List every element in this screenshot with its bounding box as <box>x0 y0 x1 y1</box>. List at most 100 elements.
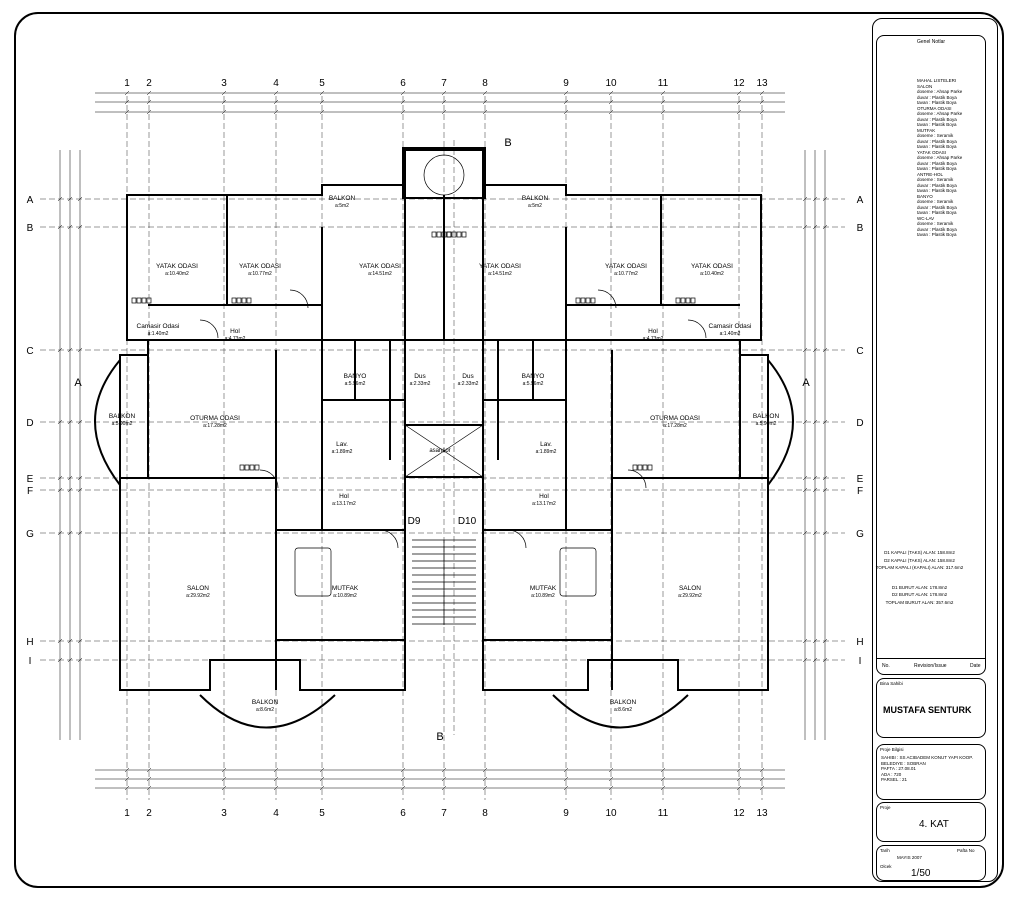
room-name-right: BALKON <box>753 413 780 420</box>
wardrobe-cell <box>580 297 586 304</box>
dimension-tick <box>124 785 130 791</box>
wardrobe-cell <box>590 297 596 304</box>
wardrobe-cell <box>231 297 237 304</box>
grid-row-label-left: D <box>26 418 33 429</box>
section-a-left: A <box>74 377 82 389</box>
grid-column-label-top: 2 <box>146 78 152 89</box>
project-line: PAFTA : 27.08.01 <box>881 766 916 771</box>
note-line: doseme : Seramik <box>917 221 954 226</box>
grid-column-label-bottom: 5 <box>319 808 325 819</box>
room-name-left: SALON <box>187 585 209 592</box>
wardrobe-cell <box>441 231 447 238</box>
room-area-right: a:2.33m2 <box>458 381 479 387</box>
note-line: duvar : Plastik Boya <box>917 160 957 166</box>
room-area-right: a:10.40m2 <box>700 271 724 277</box>
room-area-left: a:1.40m2 <box>148 331 169 337</box>
grid-column-label-bottom: 2 <box>146 808 152 819</box>
wardrobe-cell <box>446 231 452 238</box>
date-label: Tarih <box>880 848 890 853</box>
front-balcony-left <box>199 694 336 729</box>
date-value: MAYIS 2007 <box>897 855 922 860</box>
dimension-tick <box>759 767 765 773</box>
revision-issue-header: Revision/Issue <box>914 663 947 669</box>
note-line: tavan : Plastik Boya <box>917 144 957 149</box>
dimension-tick <box>482 90 488 96</box>
section-b-top: B <box>504 137 511 149</box>
room-name-left: BALKON <box>329 195 356 202</box>
wardrobe-cell <box>241 297 247 304</box>
note-line: OTURMA ODASI <box>917 105 952 111</box>
grid-column-label-top: 9 <box>563 78 569 89</box>
dimension-tick <box>124 776 130 782</box>
room-area-right: a:10.77m2 <box>614 271 638 277</box>
dimension-tick <box>319 90 325 96</box>
dimension-tick <box>146 776 152 782</box>
room-name-left: BANYO <box>344 373 367 380</box>
room-area-right: a:29.92m2 <box>678 593 702 599</box>
dimension-tick <box>221 776 227 782</box>
section-b-bottom: B <box>436 731 443 743</box>
note-line: BANYO <box>917 193 933 199</box>
dimension-tick <box>221 767 227 773</box>
door-swing <box>289 289 309 309</box>
room-name-left: MUTFAK <box>332 585 359 592</box>
door-swing <box>199 319 219 339</box>
room-name-left: YATAK ODASI <box>359 263 401 270</box>
dimension-tick <box>482 109 488 115</box>
room-name-right: YATAK ODASI <box>605 263 647 270</box>
wardrobe-cell <box>136 297 142 304</box>
room-area-left: a:4.73m2 <box>225 336 246 342</box>
note-line: MUTFAK <box>917 127 936 133</box>
scale-value: 1/50 <box>911 868 931 879</box>
wardrobe-cell <box>436 231 442 238</box>
grid-column-label-top: 4 <box>273 78 279 89</box>
dimension-tick <box>608 785 614 791</box>
grid-row-label-right: D <box>856 418 863 429</box>
room-name-left: OTURMA ODASI <box>190 415 240 422</box>
dimension-tick <box>221 90 227 96</box>
room-name-left: BALKON <box>252 699 279 706</box>
room-area-left: a:29.92m2 <box>186 593 210 599</box>
dimension-tick <box>273 90 279 96</box>
note-line: duvar : Plastik Boya <box>917 116 957 122</box>
room-name-left: YATAK ODASI <box>156 263 198 270</box>
grid-column-label-top: 5 <box>319 78 325 89</box>
dimension-tick <box>221 785 227 791</box>
grid-column-label-bottom: 7 <box>441 808 447 819</box>
elevator-cross <box>404 424 484 478</box>
dimension-tick <box>482 767 488 773</box>
dimension-tick <box>660 90 666 96</box>
wardrobe-cell <box>461 231 467 238</box>
grid-column-label-top: 3 <box>221 78 227 89</box>
dimension-tick <box>563 767 569 773</box>
wardrobe-cell <box>647 464 653 471</box>
grid-row-label-left: H <box>26 637 33 648</box>
room-area-right: a:17.28m2 <box>663 423 687 429</box>
room-name-right: BALKON <box>610 699 637 706</box>
room-name-left: YATAK ODASI <box>239 263 281 270</box>
door-swing <box>687 319 707 339</box>
notes-title: Genel Notlar <box>917 39 946 45</box>
room-name-right: Camasir Odasi <box>709 323 752 330</box>
room-name-left: Lav. <box>336 441 348 448</box>
dimension-tick <box>146 785 152 791</box>
room-name-right: BALKON <box>522 195 549 202</box>
wardrobe-cell <box>585 297 591 304</box>
revision-no-header: No. <box>882 663 890 669</box>
grid-row-label-right: H <box>856 637 863 648</box>
dimension-tick <box>608 90 614 96</box>
room-name-left: BALKON <box>109 413 136 420</box>
grid-row-label-left: B <box>27 223 34 234</box>
area-summary-line: D2 KAPALI (TAKS) ALAN: 158.8m2 <box>884 557 955 563</box>
note-line: doseme : Seramik <box>917 199 954 204</box>
room-area-left: a:14.51m2 <box>368 271 392 277</box>
grid-row-label-right: B <box>857 223 864 234</box>
grid-row-label-left: G <box>26 529 34 540</box>
project-line: ADA : 720 <box>881 771 902 777</box>
outer-wall-left <box>119 149 444 691</box>
grid-row-label-left: C <box>26 346 33 357</box>
note-line: YATAK ODASI <box>917 149 947 155</box>
